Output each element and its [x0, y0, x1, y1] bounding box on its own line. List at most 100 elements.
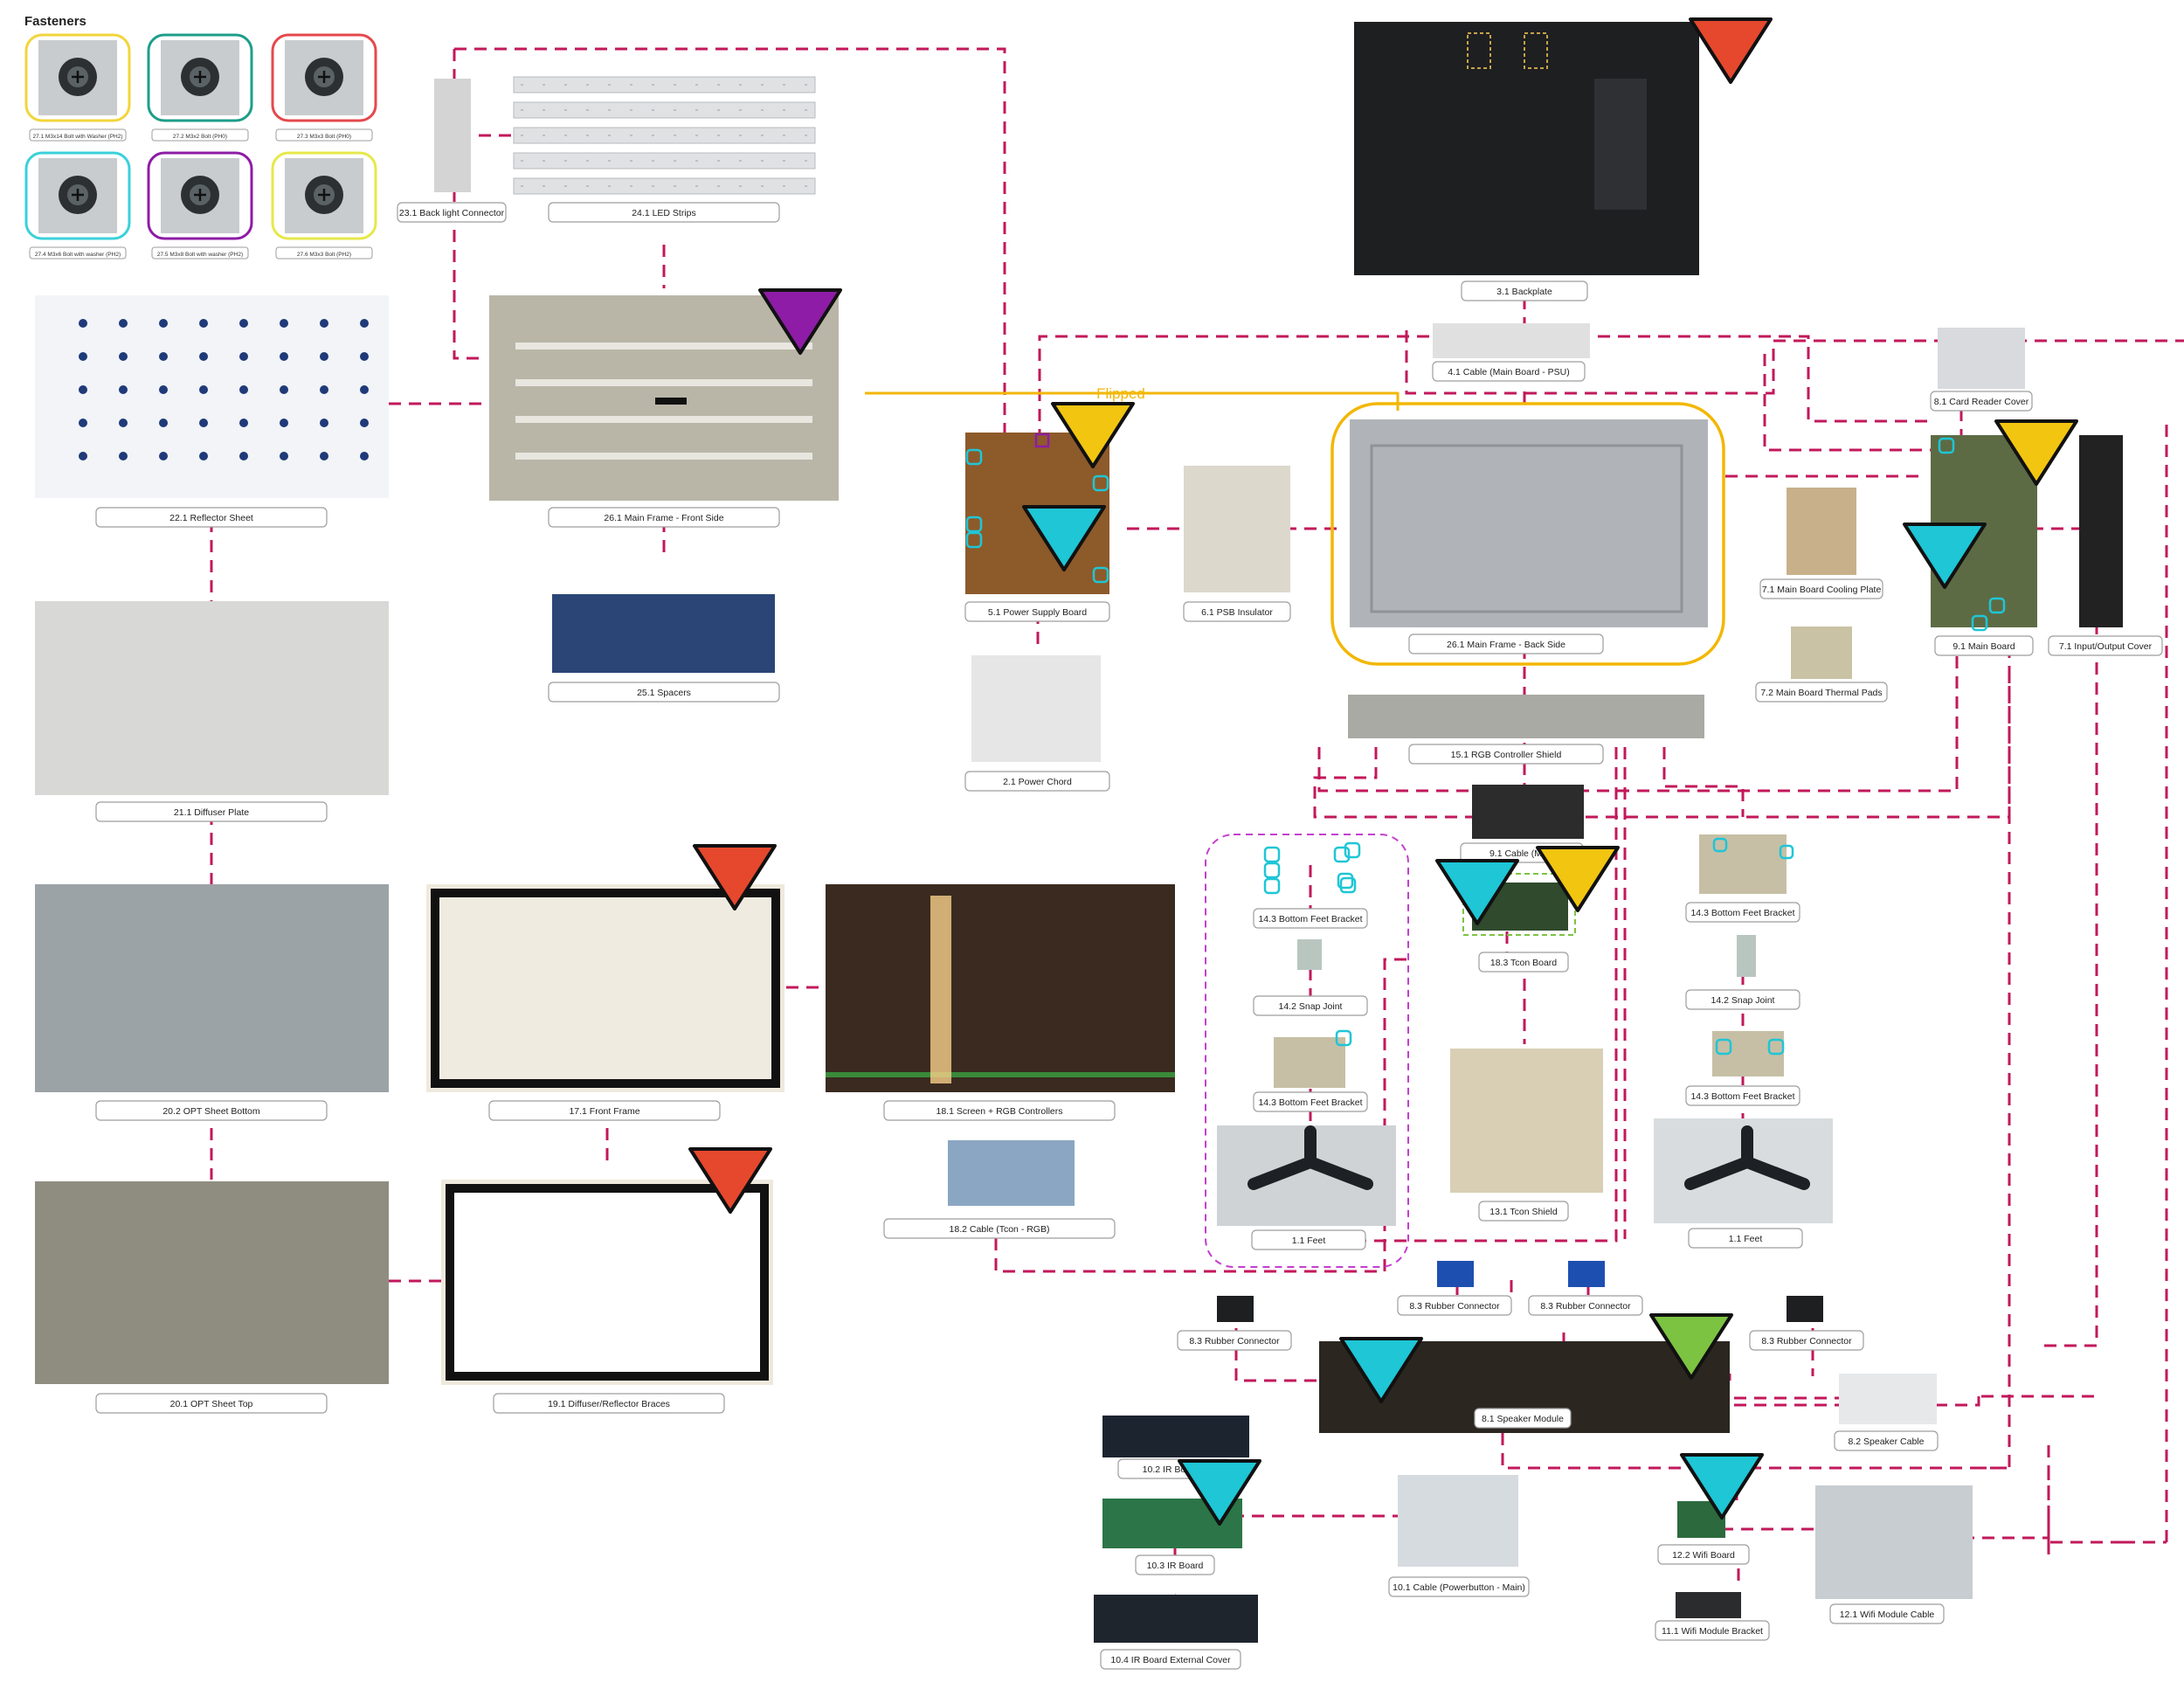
part-label: 17.1 Front Frame — [569, 1106, 639, 1117]
screw-marker — [1335, 1029, 1352, 1047]
reflector-hole — [79, 352, 87, 361]
part-label-box — [964, 601, 1110, 622]
part-photo — [1815, 1485, 1973, 1599]
screw-marker — [1034, 433, 1050, 448]
part-photo — [1450, 1049, 1603, 1193]
screw-marker — [965, 531, 983, 549]
part-label: 18.2 Cable (Tcon - RGB) — [950, 1224, 1050, 1235]
part-photo — [1398, 1475, 1518, 1567]
part-photo — [1274, 1037, 1345, 1088]
part-label-box — [1688, 1228, 1803, 1249]
fastener-label-box — [151, 128, 249, 142]
reflector-hole — [119, 419, 128, 427]
part-label: 15.1 RGB Controller Shield — [1451, 750, 1562, 760]
part-label-box — [548, 507, 780, 528]
part-label-box — [1177, 1330, 1292, 1351]
screw-marker — [1715, 1038, 1732, 1056]
reflector-hole — [119, 385, 128, 394]
part-photo — [1354, 22, 1699, 275]
part-p14_3c: 14.3 Bottom Feet Bracket — [1685, 834, 1800, 923]
part-photo — [1094, 1595, 1258, 1643]
part-p8_3b: 8.3 Rubber Connector — [1397, 1261, 1512, 1316]
part-label-box — [883, 1218, 1116, 1239]
screw-marker — [1988, 597, 2006, 614]
screw-marker — [1333, 846, 1351, 863]
led-strip — [513, 101, 816, 119]
connector-line — [1038, 335, 1931, 441]
screw-marker — [1344, 841, 1361, 859]
fastener-label-box — [275, 128, 373, 142]
reflector-hole — [159, 385, 168, 394]
orientation-marker-cyan — [1178, 1459, 1261, 1526]
part-photo — [1433, 323, 1590, 358]
reflector-hole — [199, 452, 208, 460]
backlight-glare — [930, 896, 951, 1083]
part-label: 10.3 IR Board — [1147, 1561, 1204, 1571]
fasteners-title: Fasteners — [24, 14, 86, 29]
part-label: 12.2 Wifi Board — [1672, 1550, 1735, 1561]
part-label: 26.1 Main Frame - Back Side — [1447, 640, 1565, 650]
part-label: 8.3 Rubber Connector — [1761, 1336, 1852, 1346]
connector-line — [1313, 651, 2011, 819]
reflector-hole — [199, 352, 208, 361]
part-p14_2a: 14.2 Snap Joint — [1253, 939, 1368, 1016]
reflector-hole — [79, 385, 87, 394]
reflector-hole — [199, 319, 208, 328]
orientation-marker-yellow — [1051, 402, 1135, 468]
part-p20_1: 20.1 OPT Sheet Top — [35, 1181, 389, 1414]
part-p8_3c: 8.3 Rubber Connector — [1528, 1261, 1643, 1316]
part-p23_1: 23.1 Back light Connector — [397, 79, 507, 223]
part-label: 18.3 Tcon Board — [1490, 958, 1557, 968]
part-photo — [1297, 939, 1322, 970]
part-p19_1: 19.1 Diffuser/Reflector Braces — [441, 1180, 773, 1414]
feet-shape — [1248, 1125, 1373, 1190]
part-p18_1: 18.1 Screen + RGB Controllers — [826, 884, 1175, 1121]
frame-border — [431, 889, 780, 1088]
part-label-box — [1135, 1554, 1215, 1575]
part-label-box — [1100, 1649, 1241, 1670]
part-p14_3b: 14.3 Bottom Feet Bracket — [1253, 1037, 1368, 1112]
part-label: 14.3 Bottom Feet Bracket — [1690, 1091, 1794, 1102]
part-photo — [434, 79, 471, 192]
part-label: 14.2 Snap Joint — [1279, 1001, 1343, 1012]
parts-layer: 27.1 M3x14 Bolt with Washer (PH2)27.2 M3… — [24, 22, 2163, 1670]
fastener-label: 27.5 M3x8 Bolt with washer (PH2) — [157, 252, 243, 258]
part-photo — [1737, 935, 1756, 977]
reflector-hole — [320, 319, 328, 328]
reflector-hole — [79, 319, 87, 328]
connector-line — [1275, 747, 1618, 1243]
part-label-box — [95, 1100, 328, 1121]
part-label-box — [1251, 1229, 1366, 1250]
part-label-box — [1930, 391, 2033, 412]
reflector-hole — [320, 385, 328, 394]
fastener-label-box — [151, 246, 249, 260]
part-photo — [2079, 435, 2123, 627]
reflector-hole — [199, 385, 208, 394]
part-label-box — [1478, 952, 1569, 973]
part-p22_1: 22.1 Reflector Sheet — [35, 295, 389, 528]
fastener-label: 27.6 M3x3 Bolt (PH2) — [297, 252, 351, 258]
part-p10_1: 10.1 Cable (Powerbutton - Main) — [1388, 1475, 1530, 1597]
part-photo — [1184, 466, 1290, 592]
part-photo — [552, 594, 775, 673]
part-photo — [948, 1140, 1075, 1206]
reflector-hole — [239, 319, 248, 328]
frame-panel — [1370, 444, 1683, 613]
reflector-hole — [280, 319, 288, 328]
fastener-label: 27.2 M3x2 Bolt (PH0) — [173, 134, 227, 140]
part-p2_1: 2.1 Power Chord — [964, 655, 1110, 792]
part-label: 1.1 Feet — [1729, 1234, 1763, 1244]
part-p20_2: 20.2 OPT Sheet Bottom — [35, 884, 389, 1121]
part-label: 19.1 Diffuser/Reflector Braces — [548, 1399, 670, 1409]
frame-slot — [655, 398, 687, 405]
part-label: 8.2 Speaker Cable — [1849, 1436, 1925, 1447]
part-photo — [35, 1181, 389, 1384]
orientation-marker-purple — [758, 288, 842, 355]
part-label: 12.1 Wifi Module Cable — [1840, 1610, 1935, 1620]
part-label-box — [1253, 995, 1368, 1016]
part-label: 7.1 Main Board Cooling Plate — [1762, 585, 1882, 595]
fastener-label-box — [29, 246, 127, 260]
part-label-box — [548, 202, 780, 223]
bolt-icon — [305, 58, 343, 96]
reflector-hole — [280, 452, 288, 460]
